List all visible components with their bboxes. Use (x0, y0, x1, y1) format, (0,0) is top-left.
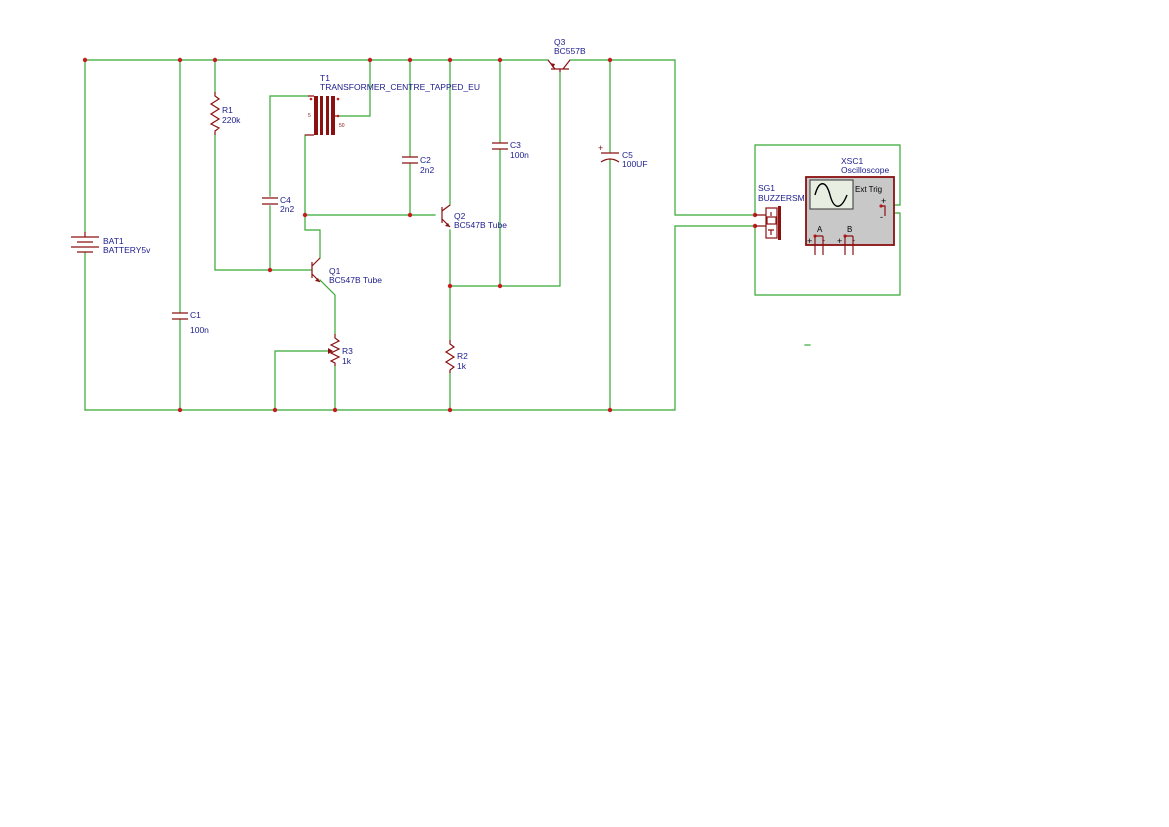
q1-value: BC547B Tube (329, 275, 382, 285)
scope-trig-minus: - (880, 212, 883, 222)
r3-ref: R3 (342, 346, 353, 356)
wire-c3-q3-base[interactable] (449, 59, 561, 287)
wire-c4[interactable] (269, 95, 309, 271)
wire-bottom-rail[interactable] (84, 225, 756, 411)
sg1-ref: SG1 (758, 183, 775, 193)
transformer-t1[interactable]: 5 50 T1 TRANSFORMER_CENTRE_TAPPED_EU (305, 73, 480, 136)
c1-ref: C1 (190, 310, 201, 320)
t1-ref: T1 (320, 73, 330, 83)
r2-value: 1k (457, 361, 467, 371)
wire-r3-wiper[interactable] (274, 350, 329, 411)
q2-value: BC547B Tube (454, 220, 507, 230)
junction[interactable] (497, 283, 503, 289)
junction[interactable] (447, 407, 453, 413)
c2-value: 2n2 (420, 165, 434, 175)
t1-dot-left (309, 97, 313, 101)
junction[interactable] (267, 267, 273, 273)
junction[interactable] (407, 212, 413, 218)
junction[interactable] (272, 407, 278, 413)
t1-dot-right (336, 97, 340, 101)
c4-value: 2n2 (280, 204, 294, 214)
battery-bat1[interactable]: BAT1 BATTERY5v (71, 232, 151, 255)
junction[interactable] (407, 57, 413, 63)
capacitor-c2[interactable]: C2 2n2 (402, 155, 434, 175)
xsc1-value: Oscilloscope (841, 165, 889, 175)
capacitor-c5[interactable]: + C5 100UF (598, 143, 648, 169)
c3-value: 100n (510, 150, 529, 160)
r3-value: 1k (342, 356, 352, 366)
junction[interactable] (212, 57, 218, 63)
r1-value: 220k (222, 115, 241, 125)
scope-ext-trig-label: Ext Trig (855, 185, 882, 194)
wire-t1-top[interactable] (337, 59, 371, 117)
junction[interactable] (607, 57, 613, 63)
wires (84, 59, 901, 411)
transistor-q1[interactable]: Q1 BC547B Tube (311, 257, 382, 285)
junction[interactable] (497, 57, 503, 63)
scope-ch-a-label: A (817, 225, 823, 234)
scope-trig-lead (881, 205, 886, 216)
junction[interactable] (82, 57, 88, 63)
junction[interactable] (447, 283, 453, 289)
q1-ref: Q1 (329, 266, 341, 276)
junction[interactable] (302, 212, 308, 218)
potentiometer-r3[interactable]: R3 1k (328, 334, 353, 366)
r2-ref: R2 (457, 351, 468, 361)
scope-screen (809, 179, 854, 210)
oscilloscope-xsc1[interactable]: Ext Trig + - A B + - + - XSC1 Oscillosco… (805, 156, 895, 255)
c2-ref: C2 (420, 155, 431, 165)
scope-trig-plus: + (881, 196, 886, 206)
bat1-value: BATTERY5v (103, 245, 151, 255)
resistor-r2[interactable]: R2 1k (444, 340, 468, 373)
c5-value: 100UF (622, 159, 648, 169)
xsc1-ref: XSC1 (841, 156, 863, 166)
t1-pin-left: 5 (308, 113, 311, 119)
transistor-q3[interactable]: Q3 BC557B (547, 37, 586, 72)
wire-scope-frame[interactable] (754, 144, 901, 296)
c5-ref: C5 (622, 150, 633, 160)
c1-value: 100n (190, 325, 209, 335)
bat1-ref: BAT1 (103, 236, 124, 246)
q3-value: BC557B (554, 46, 586, 56)
t1-pin-right: 50 (339, 123, 345, 129)
wire-t1-bottom[interactable] (304, 134, 436, 259)
transistor-q2[interactable]: Q2 BC547B Tube (441, 204, 507, 230)
junction[interactable] (332, 407, 338, 413)
wire-top-rail[interactable] (84, 59, 756, 216)
junction[interactable] (367, 57, 373, 63)
capacitor-c1[interactable]: C1 100n (172, 310, 209, 335)
scope-ch-b-plus: + (837, 236, 842, 246)
c5-polarity: + (598, 143, 603, 153)
capacitor-c3[interactable]: C3 100n (492, 140, 529, 160)
c3-ref: C3 (510, 140, 521, 150)
q3-ref: Q3 (554, 37, 566, 47)
scope-sine-wave (814, 183, 848, 207)
c4-ref: C4 (280, 195, 291, 205)
t1-dot-right-lower (336, 114, 340, 118)
t1-value: TRANSFORMER_CENTRE_TAPPED_EU (320, 82, 480, 92)
sg1-value: BUZZERSM (758, 193, 805, 203)
q2-ref: Q2 (454, 211, 466, 221)
wire-q1-emitter[interactable] (319, 279, 336, 411)
junction[interactable] (447, 57, 453, 63)
junction[interactable] (177, 407, 183, 413)
resistor-r1[interactable]: R1 220k (209, 92, 241, 135)
scope-ch-b-label: B (847, 225, 852, 234)
r1-ref: R1 (222, 105, 233, 115)
capacitor-c4[interactable]: C4 2n2 (262, 195, 294, 214)
wire-r1[interactable] (214, 59, 313, 271)
buzzer-sg1[interactable]: SG1 BUZZERSM (755, 183, 805, 240)
scope-ch-a-plus: + (807, 236, 812, 246)
junctions (82, 57, 758, 413)
junction[interactable] (607, 407, 613, 413)
scope-probe-leads (814, 235, 854, 255)
junction[interactable] (177, 57, 183, 63)
